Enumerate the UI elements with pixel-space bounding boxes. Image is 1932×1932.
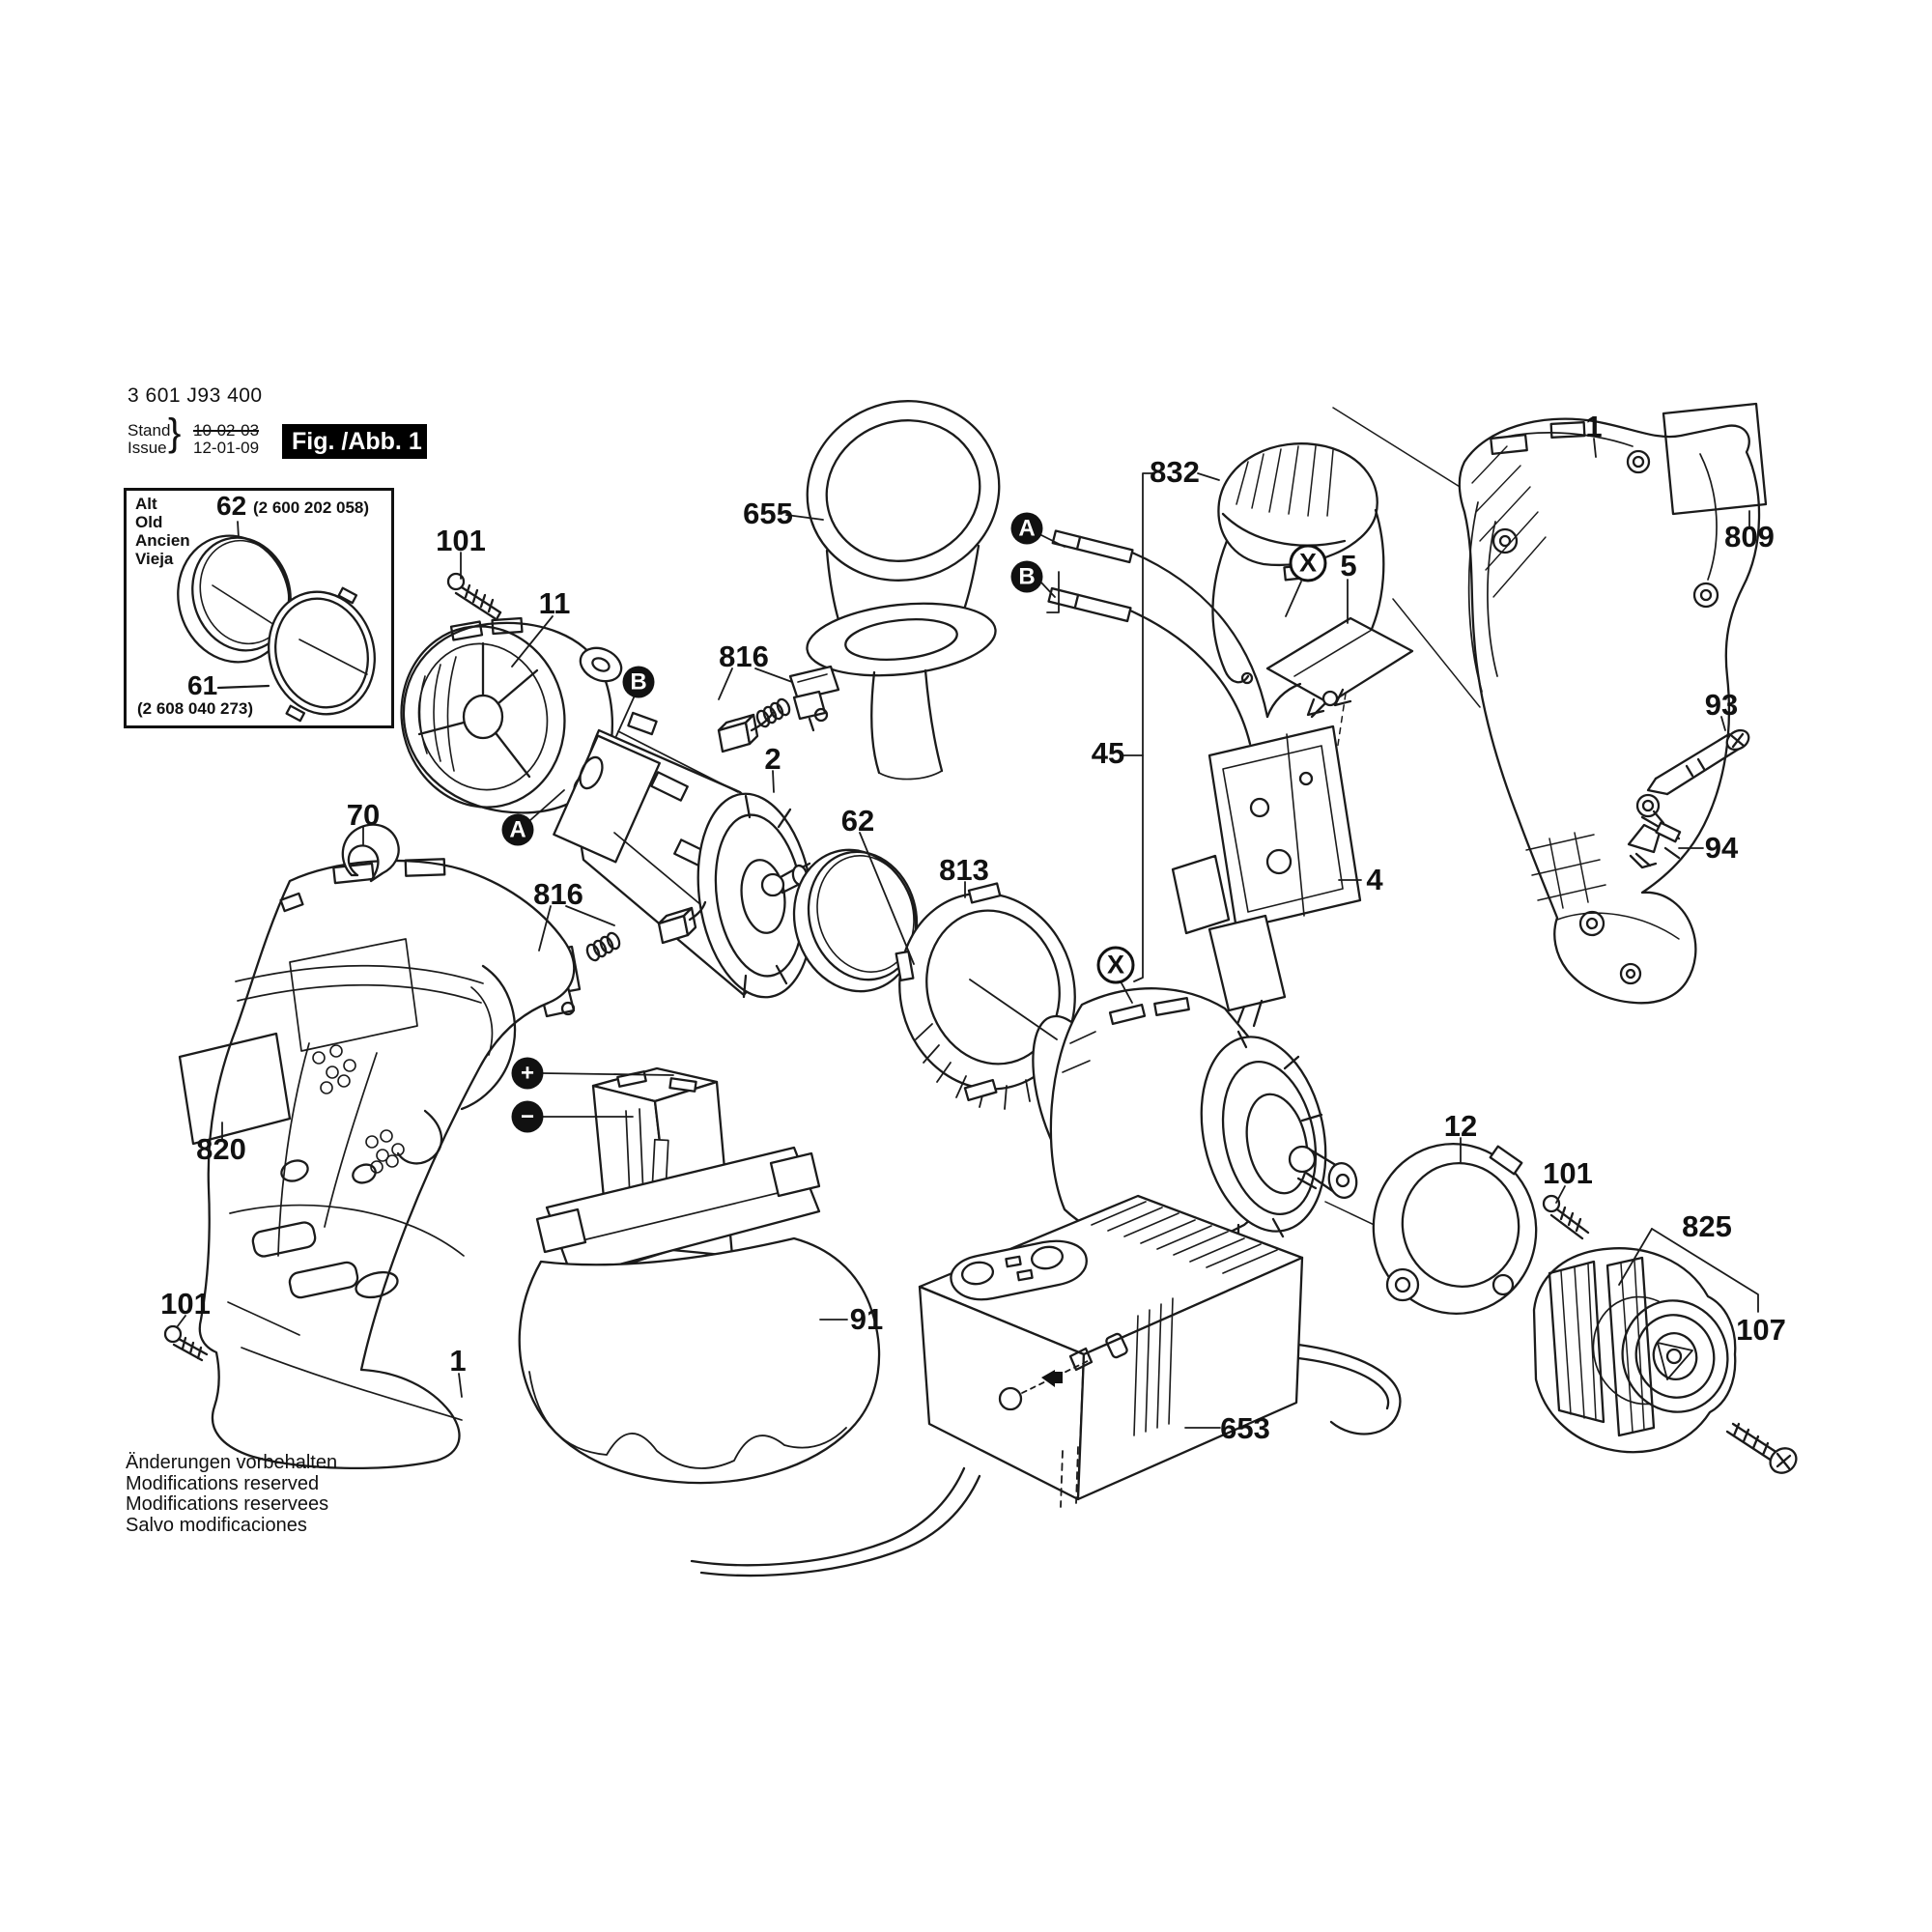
type-number: 3 601 J93 400 bbox=[128, 384, 263, 407]
inset-part-61: 61 bbox=[187, 670, 218, 700]
part-label-107: 107 bbox=[1736, 1313, 1786, 1347]
inset-code-62: (2 600 202 058) bbox=[253, 498, 370, 517]
part-label-91: 91 bbox=[849, 1302, 884, 1336]
part-label-813: 813 bbox=[939, 853, 989, 887]
part-label-B: B bbox=[622, 666, 655, 698]
issue-date: 12-01-09 bbox=[193, 439, 260, 457]
clip-70-drawing bbox=[341, 823, 400, 883]
motor-2-drawing bbox=[553, 711, 814, 999]
housing-left-drawing bbox=[198, 858, 576, 1470]
part-label-X: X bbox=[1096, 946, 1135, 984]
part-label-101: 101 bbox=[436, 524, 486, 557]
inset-rings-drawing bbox=[177, 521, 376, 723]
brace-glyph: } bbox=[168, 412, 182, 454]
part-label-4: 4 bbox=[1366, 863, 1383, 896]
brush-set-816-upper-drawing bbox=[717, 665, 840, 753]
part-label-X: X bbox=[1289, 544, 1327, 582]
leader-lines bbox=[176, 438, 1759, 1429]
part-label-12: 12 bbox=[1443, 1109, 1478, 1143]
part-label-62: 62 bbox=[840, 804, 875, 838]
inset-code-61: (2 608 040 273) bbox=[137, 699, 254, 718]
inset-old-parts-box bbox=[124, 488, 394, 728]
footer-note-fr: Modifications reservees bbox=[126, 1493, 329, 1515]
stand-date: 10-02-03 bbox=[193, 421, 260, 440]
part-label-101: 101 bbox=[1543, 1156, 1593, 1190]
inset-word-es: Vieja bbox=[135, 550, 174, 568]
part-label-45: 45 bbox=[1091, 736, 1125, 770]
chuck-drawing bbox=[1532, 1247, 1737, 1454]
part-label-809: 809 bbox=[1724, 520, 1775, 554]
screw-101-right-drawing bbox=[1542, 1194, 1590, 1240]
screw-107-drawing bbox=[1725, 1422, 1798, 1474]
footer-note-es: Salvo modificaciones bbox=[126, 1515, 307, 1536]
part-label-B: B bbox=[1010, 560, 1043, 593]
switch-4-drawing bbox=[1047, 529, 1362, 1057]
housing-right-drawing bbox=[1458, 417, 1761, 1005]
inset-word-fr: Ancien bbox=[135, 531, 190, 550]
end-cap-11-drawing bbox=[400, 616, 623, 814]
part-label-2: 2 bbox=[764, 742, 781, 776]
screw-101-top-drawing bbox=[446, 572, 502, 621]
part-label-816: 816 bbox=[719, 639, 769, 673]
part-label-A: A bbox=[1010, 512, 1043, 545]
ring-62-drawing bbox=[792, 848, 919, 993]
gearbox-drawing bbox=[1032, 987, 1358, 1246]
sticker-809-drawing bbox=[1662, 402, 1768, 516]
part-label-820: 820 bbox=[196, 1132, 246, 1166]
part-label-93: 93 bbox=[1704, 688, 1739, 722]
part-label-94: 94 bbox=[1704, 831, 1739, 865]
part-label-−: − bbox=[511, 1100, 544, 1133]
footer-note-en: Modifications reserved bbox=[126, 1473, 320, 1494]
part-label-825: 825 bbox=[1682, 1209, 1732, 1243]
screw-101-bottom-drawing bbox=[163, 1324, 209, 1362]
part-label-1: 1 bbox=[1585, 410, 1603, 443]
part-label-70: 70 bbox=[346, 798, 381, 832]
charger-653-drawing bbox=[690, 1194, 1402, 1577]
part-label-5: 5 bbox=[1340, 549, 1357, 582]
part-label-101: 101 bbox=[160, 1287, 211, 1321]
inset-part-62: 62 bbox=[216, 491, 247, 521]
part-label-1: 1 bbox=[449, 1344, 467, 1378]
sticker-820-drawing bbox=[178, 1032, 292, 1146]
battery-91-drawing bbox=[518, 1066, 881, 1485]
part-label-816: 816 bbox=[533, 877, 583, 911]
part-label-11: 11 bbox=[538, 586, 571, 620]
part-label-A: A bbox=[501, 813, 534, 846]
part-label-653: 653 bbox=[1220, 1411, 1270, 1445]
part-label-655: 655 bbox=[743, 497, 793, 530]
issue-label: Issue bbox=[128, 439, 167, 457]
bit-holder-94-drawing bbox=[1627, 810, 1682, 869]
part-label-+: + bbox=[511, 1057, 544, 1090]
footer-note-de: Änderungen vorbehalten bbox=[126, 1452, 338, 1473]
part-label-832: 832 bbox=[1150, 455, 1200, 489]
stand-label: Stand bbox=[128, 421, 171, 440]
inset-word-en: Old bbox=[135, 513, 163, 531]
bit-93-drawing bbox=[1646, 728, 1750, 796]
ring-12-drawing bbox=[1372, 1143, 1538, 1315]
funnel-655-drawing bbox=[806, 400, 1001, 781]
figure-label: Fig. /Abb. 1 bbox=[282, 424, 427, 459]
plate-5-drawing bbox=[1265, 616, 1414, 717]
inset-word-de: Alt bbox=[135, 495, 157, 513]
